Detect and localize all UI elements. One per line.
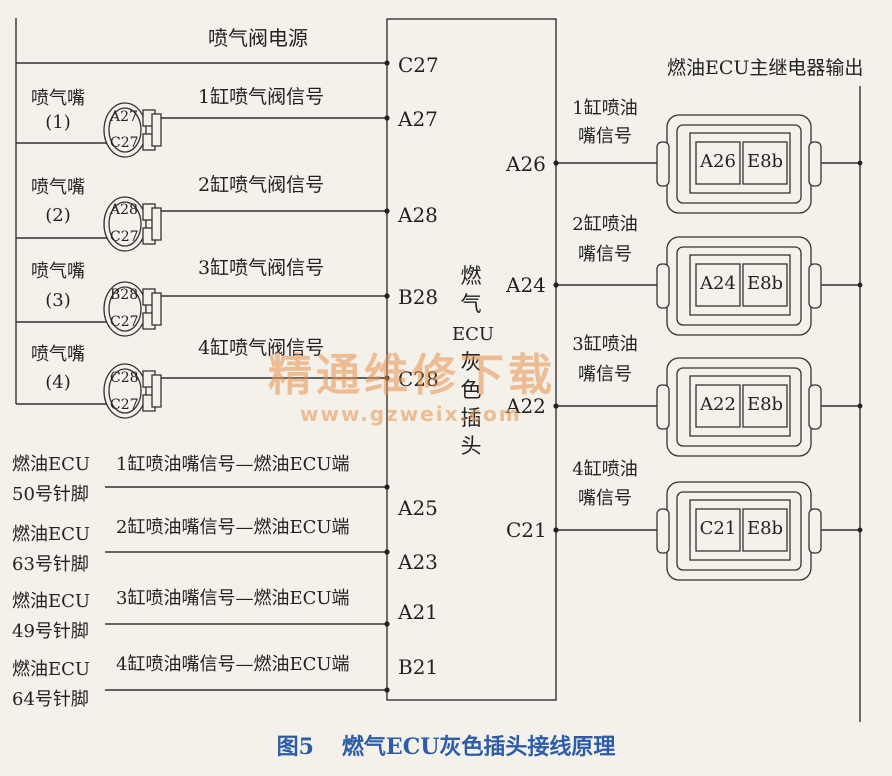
valve-number: (1) — [45, 112, 71, 133]
injector-label-line1: 4缸喷油 — [572, 459, 638, 480]
injector-connector-2 — [656, 236, 822, 336]
valve-label: 喷气嘴 — [31, 261, 85, 282]
pin-label-a24: A24 — [506, 273, 546, 297]
pin-label-b28: B28 — [398, 285, 439, 309]
gas-ecu-connector-box — [386, 18, 557, 701]
injector-label-line2: 嘴信号 — [578, 488, 632, 509]
ecu-source-line1: 燃油ECU — [12, 591, 91, 612]
pin-label-b21: B21 — [398, 655, 439, 679]
injector-pin-left: A26 — [700, 151, 736, 172]
pin-label-a22: A22 — [506, 394, 546, 418]
connector-name-char: ECU — [452, 324, 495, 345]
injector-pin-left: C21 — [699, 518, 737, 539]
injector-label-line1: 1缸喷油 — [572, 98, 638, 119]
ecu-source-line1: 燃油ECU — [12, 659, 91, 680]
connector-name-char: 头 — [460, 434, 482, 458]
ecu-source-line1: 燃油ECU — [12, 454, 91, 475]
valve-pin-bottom: C27 — [110, 229, 139, 245]
watermark-text: 精通维修下载 — [268, 350, 556, 401]
pin-label-a21: A21 — [398, 600, 438, 624]
ecu-source-line2: 50号针脚 — [12, 484, 89, 505]
ecu-source-line2: 63号针脚 — [12, 554, 89, 575]
valve-connector-3 — [103, 281, 162, 337]
ecu-source-line2: 49号针脚 — [12, 621, 89, 642]
valve-pin-bottom: C27 — [110, 314, 139, 330]
pin-label-a23: A23 — [398, 550, 438, 574]
valve-connector-2 — [103, 196, 162, 252]
watermark-url: www.gzweix.com — [300, 402, 522, 426]
injector-pin-right: E8b — [746, 151, 784, 172]
ecu-source-line2: 64号针脚 — [12, 689, 89, 710]
valve-pin-top: A28 — [110, 202, 138, 218]
injector-label-line2: 嘴信号 — [578, 364, 632, 385]
relay-output-label: 燃油ECU主继电器输出 — [667, 57, 864, 79]
injector-pin-right: E8b — [746, 394, 784, 415]
valve-connector-4 — [103, 363, 162, 419]
injector-pin-left: A24 — [700, 273, 736, 294]
injector-label-line1: 3缸喷油 — [572, 334, 638, 355]
valve-number: (2) — [45, 205, 71, 226]
valve-connector-1 — [103, 102, 162, 158]
ecu-input-signal: 1缸喷油嘴信号—燃油ECU端 — [116, 454, 350, 475]
injector-connector-3 — [656, 357, 822, 457]
injector-label-line2: 嘴信号 — [578, 244, 632, 265]
injector-connector-1 — [656, 114, 822, 214]
pin-label-a27: A27 — [398, 107, 438, 131]
injector-label-line1: 2缸喷油 — [572, 214, 638, 235]
valve-signal-label: 2缸喷气阀信号 — [198, 174, 325, 196]
pin-label-c28: C28 — [398, 367, 439, 391]
valve-number: (4) — [45, 372, 71, 393]
figure-number: 图5 — [276, 734, 314, 760]
ecu-input-signal: 2缸喷油嘴信号—燃油ECU端 — [116, 517, 350, 538]
valve-label: 喷气嘴 — [31, 88, 85, 109]
connector-name-char: 气 — [460, 292, 482, 316]
valve-label: 喷气嘴 — [31, 177, 85, 198]
pin-label-c27: C27 — [398, 53, 439, 77]
injector-connector-4 — [656, 481, 822, 581]
injector-pin-right: E8b — [746, 273, 784, 294]
pin-label-a28: A28 — [398, 203, 438, 227]
valve-pin-bottom: C27 — [110, 135, 139, 151]
valve-signal-label: 4缸喷气阀信号 — [198, 337, 325, 359]
pin-label-c21: C21 — [506, 518, 547, 542]
connector-name-char: 插 — [460, 406, 482, 430]
valve-label: 喷气嘴 — [31, 344, 85, 365]
injector-label-line2: 嘴信号 — [578, 126, 632, 147]
valve-pin-bottom: C27 — [110, 397, 139, 413]
pin-label-a25: A25 — [398, 496, 438, 520]
pin-label-a26: A26 — [506, 152, 546, 176]
valve-pin-top: B28 — [110, 287, 139, 303]
power-label: 喷气阀电源 — [208, 26, 308, 50]
ecu-source-line1: 燃油ECU — [12, 524, 91, 545]
figure-caption: 图5 燃气ECU灰色插头接线原理 — [0, 736, 892, 758]
figure-title: 燃气ECU灰色插头接线原理 — [341, 734, 616, 760]
valve-signal-label: 3缸喷气阀信号 — [198, 257, 325, 279]
valve-pin-top: C28 — [110, 370, 139, 386]
connector-name-char: 燃 — [460, 264, 482, 288]
valve-signal-label: 1缸喷气阀信号 — [198, 86, 325, 108]
ecu-input-signal: 3缸喷油嘴信号—燃油ECU端 — [116, 588, 350, 609]
ecu-input-signal: 4缸喷油嘴信号—燃油ECU端 — [116, 654, 350, 675]
connector-name-char: 色 — [460, 378, 482, 402]
connector-name-char: 灰 — [460, 350, 482, 374]
injector-pin-right: E8b — [746, 518, 784, 539]
injector-pin-left: A22 — [700, 394, 736, 415]
valve-pin-top: A27 — [110, 109, 138, 125]
valve-number: (3) — [45, 290, 71, 311]
